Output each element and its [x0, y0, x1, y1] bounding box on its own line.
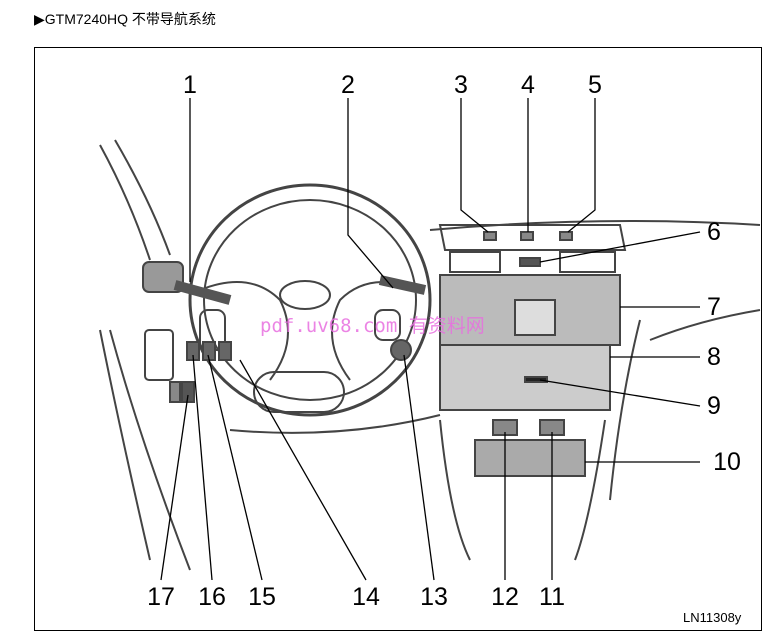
callout-1: 1 — [183, 71, 197, 99]
callout-2: 2 — [341, 71, 355, 99]
callout-4: 4 — [521, 71, 535, 99]
callout-16: 16 — [198, 583, 226, 611]
callout-13: 13 — [420, 583, 448, 611]
callout-5: 5 — [588, 71, 602, 99]
watermark: pdf.uv68.com 有资料网 — [260, 315, 485, 337]
callout-15: 15 — [248, 583, 276, 611]
callout-10: 10 — [713, 448, 741, 476]
figure-code: LN11308y — [683, 610, 742, 625]
callout-3: 3 — [454, 71, 468, 99]
callout-8: 8 — [707, 343, 721, 371]
callout-7: 7 — [707, 293, 721, 321]
callout-17: 17 — [147, 583, 175, 611]
figure-frame — [34, 47, 762, 631]
callout-6: 6 — [707, 218, 721, 246]
page-title: ▶GTM7240HQ 不带导航系统 — [34, 11, 216, 27]
callout-11: 11 — [539, 583, 565, 611]
callout-9: 9 — [707, 392, 721, 420]
callout-14: 14 — [352, 583, 380, 611]
callout-12: 12 — [491, 583, 519, 611]
